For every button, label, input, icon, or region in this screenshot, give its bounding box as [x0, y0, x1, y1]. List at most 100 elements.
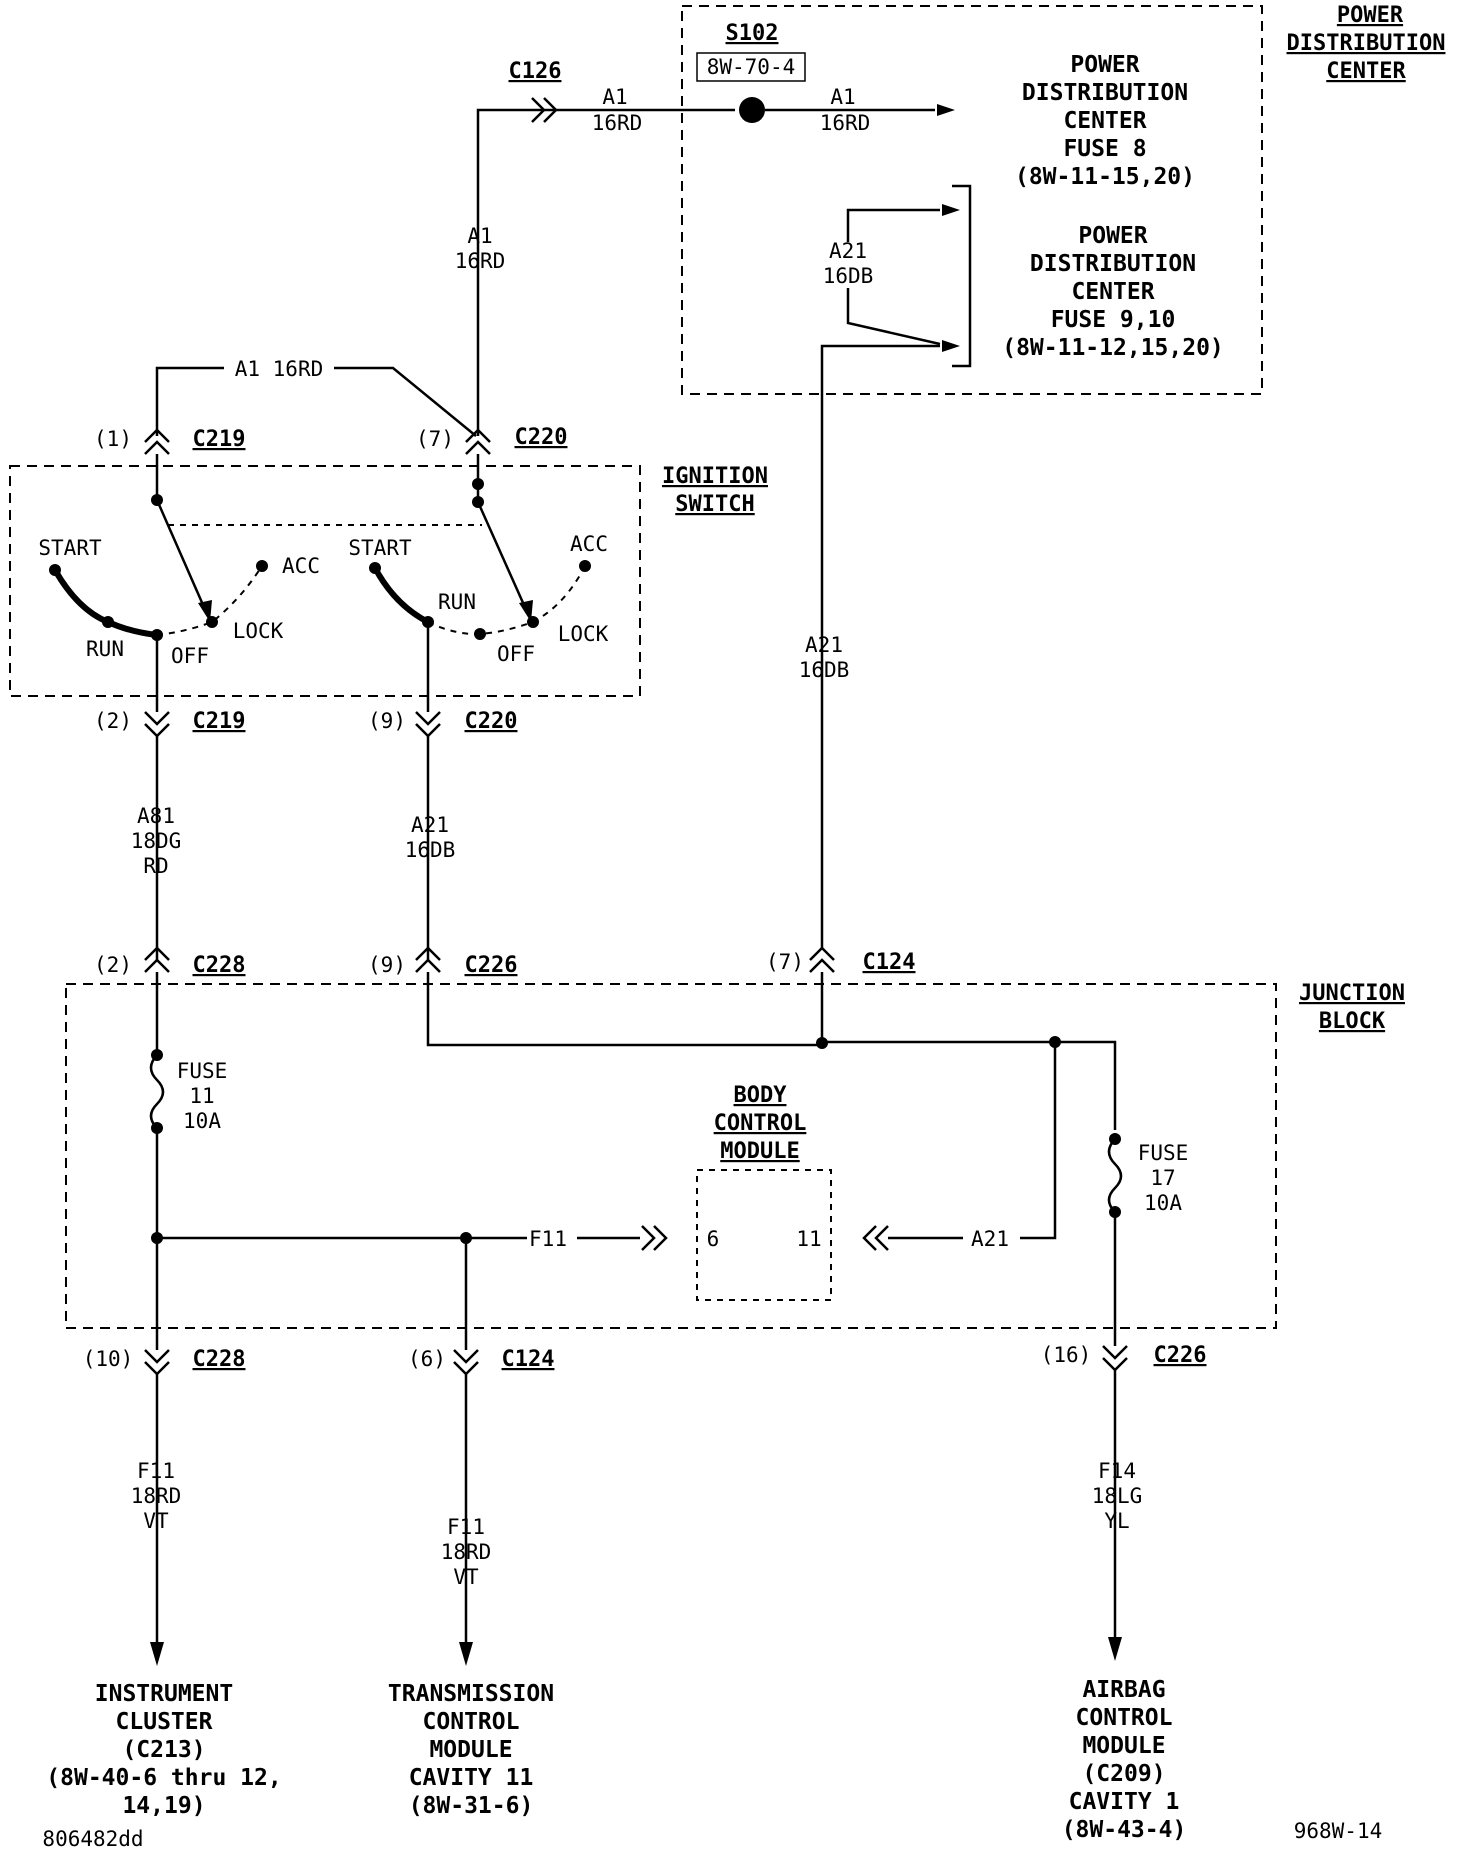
ign-right-lock: LOCK: [558, 622, 609, 646]
splice-ref-box: [696, 52, 806, 82]
ign-right-arc-dashed: [427, 565, 586, 636]
pdc-title-2: DISTRIBUTION: [1287, 31, 1446, 56]
junction-title-1: JUNCTION: [1299, 981, 1405, 1006]
cluster-line2: CLUSTER: [116, 1709, 213, 1735]
c126-label: C126: [509, 59, 562, 84]
tcm-line1: TRANSMISSION: [388, 1681, 554, 1707]
wire-a1-top: [476, 108, 735, 436]
bcm-pin6-connector: [641, 1225, 668, 1251]
acm-line4: (C209): [1082, 1761, 1165, 1787]
pdc-fuse910-line1: POWER: [1078, 223, 1147, 249]
ign-left-start-dot: [49, 564, 61, 576]
pdc-fuse8-line2: DISTRIBUTION: [1022, 80, 1188, 106]
acm-line3: MODULE: [1082, 1733, 1165, 1759]
c228-top-connector: [144, 946, 170, 973]
a21-bcm-label: A21: [971, 1227, 1009, 1251]
c219-top-label: C219: [193, 427, 246, 452]
ignition-switch-box: [9, 465, 641, 697]
a21-main-label: A21: [805, 633, 843, 657]
c226-bottom-connector: [1102, 1345, 1128, 1372]
acm-line5: CAVITY 1: [1069, 1789, 1180, 1815]
ign-right-off-dot: [474, 628, 486, 640]
ign-right-acc-dot: [579, 560, 591, 572]
pdc-fuse8-line3: CENTER: [1063, 108, 1146, 134]
bcm-pin6: 6: [707, 1227, 720, 1251]
pin-7-b: (7): [766, 950, 804, 974]
ign-right-acc: ACC: [570, 532, 608, 556]
c220-top-label: C220: [515, 425, 568, 450]
f11-cluster-vt: VT: [143, 1509, 169, 1533]
tcm-line4: CAVITY 11: [409, 1765, 534, 1791]
c220-bottom-connector: [415, 711, 441, 738]
ign-right-run: RUN: [438, 590, 476, 614]
a1-16rd-right: 16RD: [820, 111, 871, 135]
c228-bottom-connector: [144, 1349, 170, 1376]
fuse17-line2: 17: [1150, 1166, 1175, 1190]
pdc-arrow-lower: [942, 340, 960, 352]
footer-right-code: 968W-14: [1294, 1819, 1383, 1843]
fuse17-line1: FUSE: [1138, 1141, 1189, 1165]
ignition-title-1: IGNITION: [662, 464, 768, 489]
pdc-fuse8-arrow: [937, 104, 955, 116]
a1-16rd-vert: 16RD: [455, 249, 506, 273]
a21-ign-16db: 16DB: [405, 838, 456, 862]
c228-bottom-label: C228: [193, 1347, 246, 1372]
f11-tcm-label: F11: [447, 1515, 485, 1539]
splice-s102: S102: [726, 21, 779, 46]
splice-ref: 8W-70-4: [707, 55, 796, 79]
acm-arrow: [1108, 1637, 1122, 1661]
c220-top-connector: [465, 428, 491, 455]
c124-top-connector: [809, 946, 835, 973]
a81-label: A81: [137, 804, 175, 828]
cluster-arrow: [150, 1642, 164, 1666]
ign-left-acc: ACC: [282, 554, 320, 578]
ign-left-lock: LOCK: [233, 619, 284, 643]
ign-right-off: OFF: [497, 642, 535, 666]
acm-line6: (8W-43-4): [1062, 1817, 1187, 1843]
c226-top-connector: [415, 946, 441, 973]
pdc-fuse8-line1: POWER: [1070, 52, 1139, 78]
pdc-title-1: POWER: [1337, 3, 1404, 28]
a1-label-right: A1: [830, 85, 855, 109]
ign-left-blade-tip: [198, 600, 212, 622]
ign-left-off: OFF: [171, 644, 209, 668]
a81-rd: RD: [143, 854, 168, 878]
c220-bottom-label: C220: [465, 709, 518, 734]
c124-bottom-connector: [453, 1349, 479, 1376]
pdc-fuse910-line2: DISTRIBUTION: [1030, 251, 1196, 277]
ign-right-blade-tip: [519, 600, 533, 622]
f11-bus-label: F11: [529, 1227, 567, 1251]
pdc-fuse910-line3: CENTER: [1071, 279, 1154, 305]
tcm-line3: MODULE: [429, 1737, 512, 1763]
pdc-fuse8-line4: FUSE 8: [1063, 136, 1146, 162]
a1-16rd-cross: A1 16RD: [235, 357, 324, 381]
ign-left-blade: [155, 499, 209, 615]
wire-a21-pdc-loop: [846, 208, 941, 346]
ign-left-lock-dot: [206, 616, 218, 628]
pin-2-a: (2): [94, 709, 132, 733]
c219-bottom-connector: [144, 711, 170, 738]
c226-top-label: C226: [465, 953, 518, 978]
pdc-box: [681, 5, 1263, 395]
a21-pdc-16db: 16DB: [823, 264, 874, 288]
c219-top-connector: [144, 428, 170, 455]
fuse11-line2: 11: [189, 1084, 214, 1108]
a21-ign-label: A21: [411, 813, 449, 837]
pdc-fuse910-line4: FUSE 9,10: [1051, 307, 1176, 333]
junction-title-2: BLOCK: [1319, 1009, 1386, 1034]
pin-1: (1): [94, 427, 132, 451]
a1-label-left: A1: [602, 85, 627, 109]
ign-left-start: START: [38, 536, 102, 560]
f11-tcm-vt: VT: [453, 1565, 479, 1589]
f14-yl: YL: [1104, 1509, 1129, 1533]
ign-left-run-dot: [102, 616, 114, 628]
c126-connector: [531, 97, 558, 123]
acm-line2: CONTROL: [1076, 1705, 1173, 1731]
cluster-line4: (8W-40-6 thru 12,: [46, 1765, 281, 1791]
c124-bottom-label: C124: [502, 1347, 555, 1372]
bcm-title-3: MODULE: [720, 1139, 799, 1164]
ign-right-start-dot: [369, 562, 381, 574]
pdc-arrow-upper: [942, 204, 960, 216]
f14-label: F14: [1098, 1459, 1136, 1483]
